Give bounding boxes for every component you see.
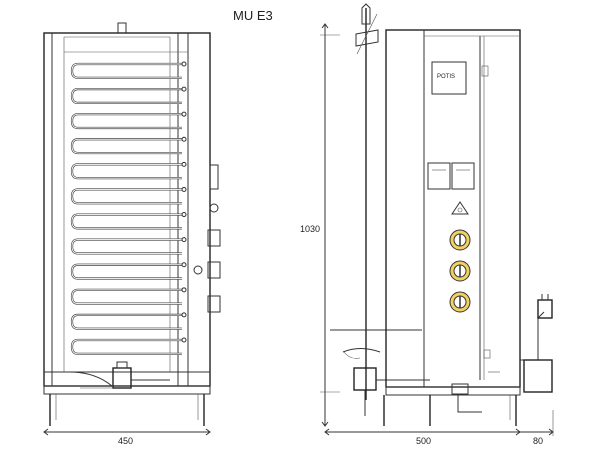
warning-icon [451, 201, 469, 215]
coil-terminal [181, 312, 187, 318]
depth-dimension: 500 [416, 436, 431, 446]
potis-panel [431, 61, 467, 95]
heating-coil-core [71, 239, 182, 254]
gas-valve [112, 367, 132, 389]
front-knob-2 [193, 265, 203, 275]
heating-coil-core [71, 138, 182, 154]
heating-coil-core [71, 214, 182, 229]
heating-coil [70, 87, 182, 104]
heating-coil [70, 138, 182, 155]
junction-box [523, 359, 553, 393]
height-dimension: 1030 [300, 224, 320, 234]
power-cable [520, 311, 545, 361]
indicator-window-left [427, 162, 451, 190]
panel-label: POTIS [437, 74, 455, 80]
heating-coil [70, 113, 182, 130]
front-base [43, 385, 211, 395]
width-dimension: 450 [118, 436, 133, 446]
heating-coil-core [71, 314, 182, 330]
heating-elements [70, 61, 187, 355]
front-body [43, 32, 211, 387]
heating-coil [70, 188, 182, 205]
heating-coil [70, 163, 182, 180]
top-cap [117, 22, 127, 34]
heating-coil-core [71, 289, 182, 305]
control-knobs [449, 229, 471, 313]
plug-dimension: 80 [533, 436, 543, 446]
coil-terminal [181, 86, 187, 92]
side-base [385, 386, 521, 396]
front-view: 450 [43, 22, 221, 446]
bottom-motor [353, 367, 377, 391]
heating-coil [70, 62, 182, 79]
heating-coil-core [71, 189, 182, 204]
coil-terminal [181, 136, 187, 142]
heating-coil [70, 213, 182, 230]
heating-coil-core [71, 163, 182, 179]
base-connector [451, 383, 469, 395]
coil-terminal [181, 262, 187, 268]
side-view: 1030 POTIS [300, 3, 554, 446]
coil-terminal [181, 186, 187, 192]
power-plug [537, 299, 553, 319]
heating-coil-core [71, 88, 182, 104]
heating-coil [70, 338, 182, 355]
coil-terminal [181, 337, 187, 343]
coil-terminal [181, 287, 187, 293]
front-knob-1 [209, 203, 219, 213]
coil-terminal [181, 111, 187, 117]
heating-coil-core [71, 339, 182, 355]
indicator-window-right [451, 162, 475, 190]
model-title: MU E3 [233, 8, 273, 23]
coil-terminal [181, 212, 187, 218]
heating-coil [70, 238, 182, 255]
heating-coil [70, 313, 182, 330]
heating-coil-core [71, 113, 182, 129]
heating-coil [70, 263, 182, 280]
front-switch-box [209, 164, 219, 190]
heating-coil-core [71, 264, 182, 279]
heating-coil-core [71, 63, 182, 79]
heating-coil [70, 288, 182, 305]
side-cabinet [385, 29, 521, 388]
coil-terminal [181, 237, 187, 243]
coil-terminal [181, 161, 187, 167]
coil-terminal [181, 61, 187, 67]
